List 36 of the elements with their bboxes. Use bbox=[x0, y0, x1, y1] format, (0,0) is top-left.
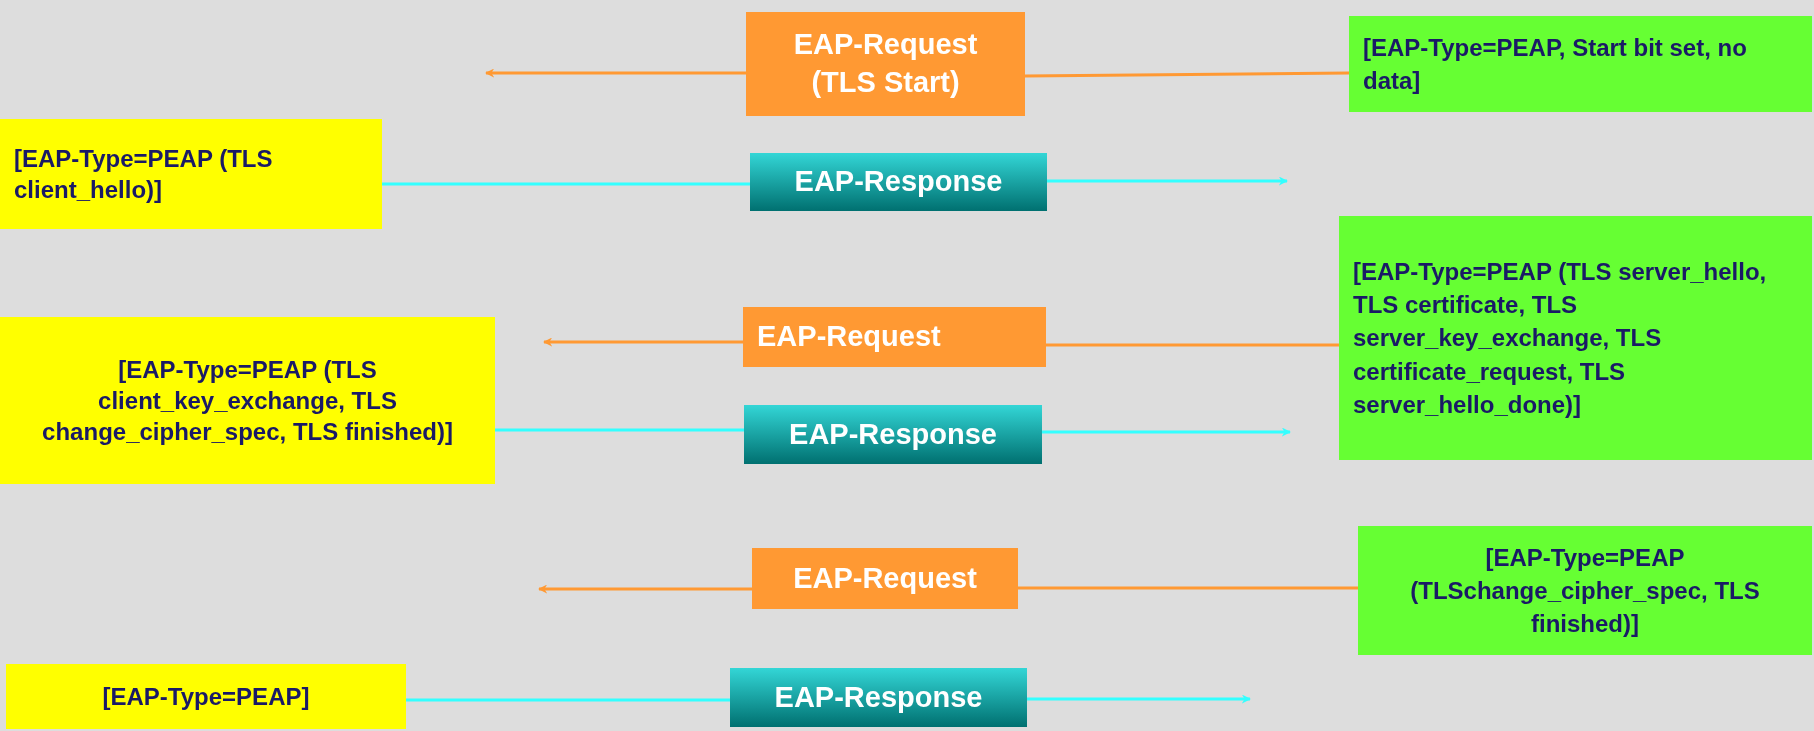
connector-line bbox=[1025, 71, 1349, 78]
server-message-box bbox=[1349, 16, 1812, 112]
request-box bbox=[743, 307, 1046, 367]
message-text: EAP-Request (TLS Start) bbox=[792, 27, 979, 100]
message-text: EAP-Response bbox=[789, 416, 997, 452]
response-box bbox=[730, 668, 1027, 727]
arrow bbox=[485, 68, 746, 78]
message-text: EAP-Request bbox=[757, 319, 941, 355]
connector-line bbox=[1018, 586, 1358, 590]
connector-line bbox=[406, 698, 730, 702]
connector-line bbox=[495, 428, 744, 432]
message-text: [EAP-Type=PEAP, Start bit set, no data] bbox=[1363, 32, 1748, 96]
message-text: [EAP-Type=PEAP (TLS client_key_exchange, TLS change_cipher_spec, TLS finished)] bbox=[41, 354, 454, 448]
response-box bbox=[744, 405, 1042, 464]
message-text: [EAP-Type=PEAP] bbox=[102, 681, 310, 712]
arrow bbox=[1027, 694, 1251, 704]
server-message-box bbox=[1339, 216, 1812, 460]
message-text: [EAP-Type=PEAP (TLSchange_cipher_spec, TLS finished)] bbox=[1409, 542, 1761, 640]
message-text: EAP-Request bbox=[793, 560, 977, 596]
arrow bbox=[543, 337, 743, 347]
message-text: EAP-Response bbox=[794, 164, 1003, 200]
connector-line bbox=[382, 182, 750, 186]
client-message-box bbox=[6, 664, 406, 729]
client-message-box bbox=[0, 119, 382, 229]
arrow bbox=[1047, 176, 1288, 186]
arrow bbox=[538, 584, 752, 594]
server-message-box bbox=[1358, 526, 1812, 655]
client-message-box bbox=[0, 317, 495, 484]
message-text: EAP-Response bbox=[774, 679, 983, 715]
arrow bbox=[1042, 427, 1291, 437]
connector-line bbox=[1046, 343, 1339, 347]
response-box bbox=[750, 153, 1047, 211]
message-text: [EAP-Type=PEAP (TLS client_hello)] bbox=[14, 143, 274, 205]
message-text: [EAP-Type=PEAP (TLS server_hello, TLS certificate, TLS server_key_exchange, TLS certificate_request, TLS server_hello_done)] bbox=[1353, 257, 1768, 420]
request-box bbox=[746, 12, 1025, 116]
request-box bbox=[752, 548, 1018, 609]
